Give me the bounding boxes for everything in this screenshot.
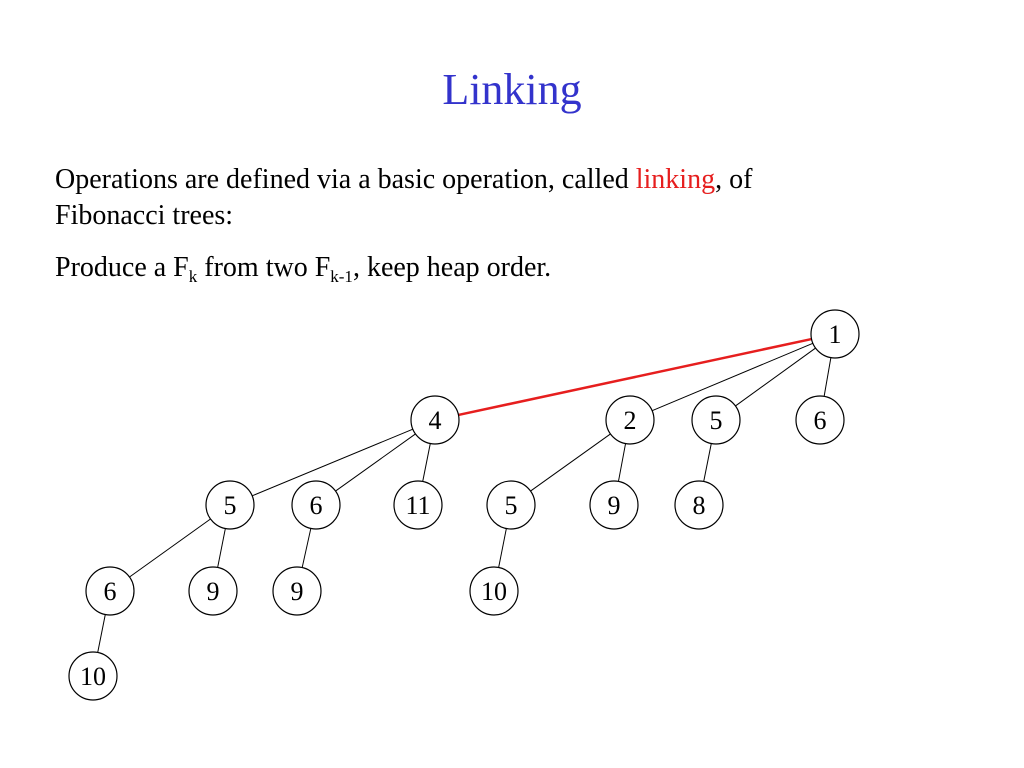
tree-node-n6c: 6 [85,566,135,616]
link-edge-n1-n4 [458,337,812,417]
tree-node-n9a: 9 [589,480,639,530]
tree-edges [97,337,832,653]
produce-paragraph: Produce a Fk from two Fk-1, keep heap or… [55,250,955,286]
node-key-label: 9 [608,491,621,520]
tree-node-n5a: 5 [691,395,741,445]
node-key-label: 11 [405,491,430,520]
node-circle [589,480,639,530]
tree-edge-n4-n6b [335,433,416,492]
node-circle [205,480,255,530]
subscript-k-minus-1: k-1 [330,267,353,286]
tree-node-n8: 8 [674,480,724,530]
node-circle [810,309,860,359]
tree-edge-n5c-n10a [498,528,507,568]
produce-text-1: Produce a F [55,252,189,283]
tree-edge-n5b-n9b [217,528,226,568]
tree-edge-n1-n6a [823,357,832,397]
node-key-label: 9 [291,577,304,606]
node-circle [85,566,135,616]
node-circle [674,480,724,530]
node-key-label: 6 [310,491,323,520]
node-circle [68,651,118,701]
node-circle [605,395,655,445]
node-circle [795,395,845,445]
node-key-label: 1 [829,320,842,349]
tree-node-n6a: 6 [795,395,845,445]
node-circle [272,566,322,616]
node-circle [188,566,238,616]
intro-paragraph: Operations are defined via a basic opera… [55,162,955,234]
tree-node-n11: 11 [393,480,443,530]
tree-node-n10a: 10 [469,566,519,616]
tree-node-n9b: 9 [188,566,238,616]
node-circle [410,395,460,445]
tree-edge-n4-n11 [422,443,431,482]
produce-text-2: from two F [197,252,331,283]
node-key-label: 6 [104,577,117,606]
intro-text-start: Operations are defined via a basic opera… [55,164,636,195]
slide-title: Linking [442,65,582,114]
tree-node-n4: 4 [410,395,460,445]
intro-text-end: , of [715,164,753,195]
linking-term: linking [635,164,716,195]
tree-edge-n5a-n8 [703,443,712,482]
tree-node-n5b: 5 [205,480,255,530]
tree-edge-n6c-n10b [97,614,106,653]
tree-edge-n4-n5b [251,428,414,497]
node-circle [291,480,341,530]
tree-edge-n1-n5a [735,347,816,407]
node-circle [469,566,519,616]
node-key-label: 10 [80,662,106,691]
tree-node-n6b: 6 [291,480,341,530]
tree-edge-n6b-n9c [301,528,312,568]
node-key-label: 9 [207,577,220,606]
tree-node-n10b: 10 [68,651,118,701]
node-key-label: 10 [481,577,507,606]
node-circle [393,480,443,530]
tree-node-n2: 2 [605,395,655,445]
tree-node-n5c: 5 [486,480,536,530]
node-key-label: 8 [693,491,706,520]
node-key-label: 2 [624,406,637,435]
node-key-label: 5 [224,491,237,520]
node-key-label: 5 [505,491,518,520]
node-key-label: 5 [710,406,723,435]
node-key-label: 4 [429,406,442,435]
produce-text-3: , keep heap order. [352,252,552,283]
intro-text-line2: Fibonacci trees: [55,200,234,231]
tree-node-n1: 1 [810,309,860,359]
node-circle [691,395,741,445]
tree-edge-n2-n9a [617,443,627,482]
tree-edge-n1-n2 [651,342,814,412]
tree-edge-n2-n5c [530,433,611,492]
node-key-label: 6 [814,406,827,435]
subscript-k: k [188,267,198,286]
tree-nodes: 1 4 2 5 6 5 6 11 5 9 8 6 9 9 10 10 [68,309,860,701]
tree-edge-n5b-n6c [129,518,211,578]
tree-node-n9c: 9 [272,566,322,616]
node-circle [486,480,536,530]
